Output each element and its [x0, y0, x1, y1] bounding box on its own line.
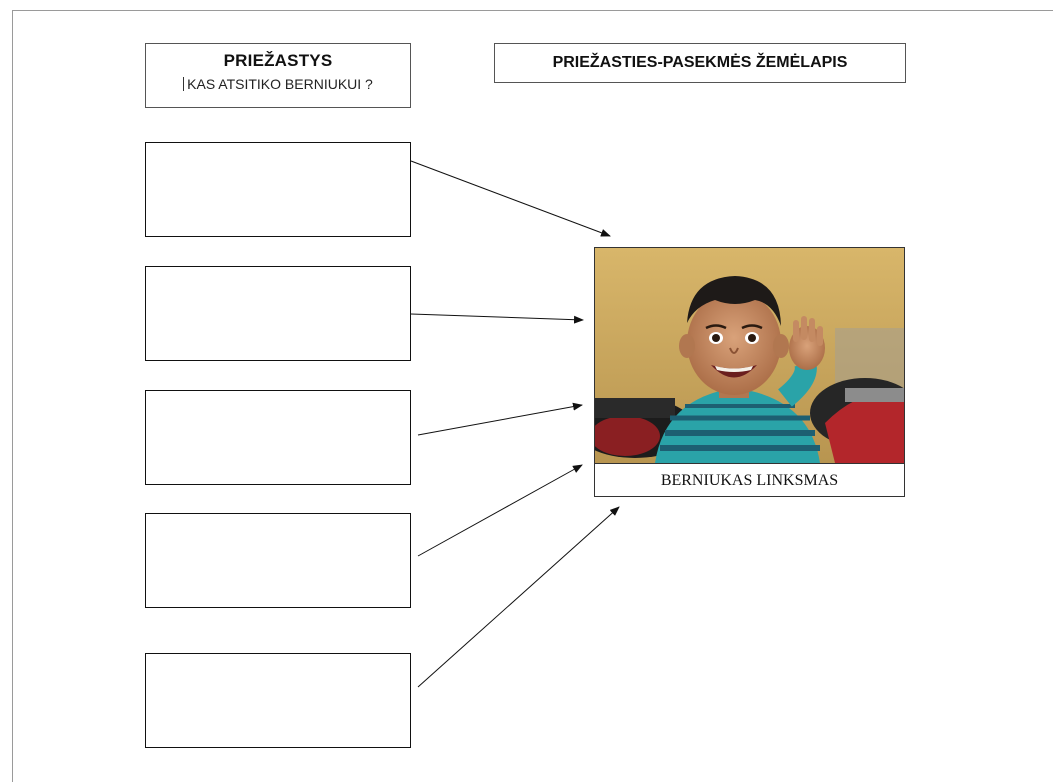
cause-box-4[interactable] — [145, 513, 411, 608]
smiling-boy-illustration — [595, 248, 904, 463]
sheet-top-edge — [12, 10, 1053, 11]
arrow-5 — [417, 506, 620, 688]
causes-header: PRIEŽASTYS KAS ATSITIKO BERNIUKUI ? — [145, 43, 411, 108]
map-title: PRIEŽASTIES-PASEKMĖS ŽEMĖLAPIS — [494, 43, 906, 83]
arrow-2 — [410, 313, 584, 324]
causes-question: KAS ATSITIKO BERNIUKUI ? — [146, 76, 410, 92]
arrow-1 — [410, 160, 611, 237]
cause-box-1[interactable] — [145, 142, 411, 237]
arrow-4 — [417, 464, 583, 557]
boy-photo — [595, 248, 904, 463]
cause-box-5[interactable] — [145, 653, 411, 748]
sheet-left-edge — [12, 10, 13, 782]
cause-box-2[interactable] — [145, 266, 411, 361]
effect-card: BERNIUKAS LINKSMAS — [594, 247, 905, 497]
causes-title: PRIEŽASTYS — [223, 51, 333, 70]
arrow-3 — [417, 402, 583, 436]
cause-box-3[interactable] — [145, 390, 411, 485]
effect-caption: BERNIUKAS LINKSMAS — [595, 463, 904, 497]
